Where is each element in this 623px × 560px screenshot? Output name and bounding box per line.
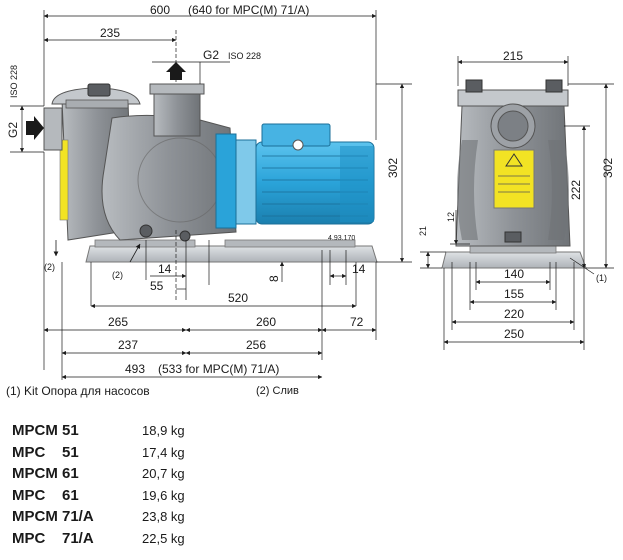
- dim-foot-55: 55: [150, 279, 164, 293]
- drain-mark-a: (2): [44, 262, 55, 272]
- inlet-arrow-icon: [26, 116, 44, 140]
- dim-155: 155: [504, 287, 524, 301]
- dim-237: 237: [118, 338, 138, 352]
- dim-height: 302: [386, 158, 400, 178]
- table-row: MPC 71/A 22,5 kg: [12, 528, 185, 550]
- inlet-std: ISO 228: [9, 65, 19, 98]
- model-weight-table: MPCM 51 18,9 kg MPC 51 17,4 kg MPCM 61 2…: [12, 420, 185, 549]
- model-name: MPCM 71/A: [12, 508, 94, 526]
- dim-height-302-front: 302: [601, 158, 615, 178]
- dim-250: 250: [504, 327, 524, 341]
- model-name: MPC 51: [12, 443, 79, 461]
- front-view-dimensions: [420, 56, 614, 350]
- table-row: MPC 51 17,4 kg: [12, 442, 185, 464]
- model-weight: 23,8 kg: [142, 509, 185, 525]
- outlet-std: ISO 228: [228, 51, 261, 61]
- dim-12: 12: [446, 212, 456, 222]
- kit-mark: (1): [596, 273, 607, 283]
- dim-base-493: 493: [125, 362, 145, 376]
- model-name: MPCM 61: [12, 465, 79, 483]
- model-weight: 19,6 kg: [142, 487, 185, 503]
- dim-base-493-alt: (533 for MPC(M) 71/A): [158, 362, 279, 376]
- inlet-thread: G2: [6, 122, 20, 138]
- dim-260: 260: [256, 315, 276, 329]
- dim-inlet-to-outlet: 235: [100, 26, 120, 40]
- model-weight: 17,4 kg: [142, 444, 185, 460]
- technical-drawing: 600 (640 for MPC(M) 71/A) 235 G2 ISO 228…: [6, 3, 615, 380]
- model-name: MPC 61: [12, 486, 79, 504]
- drain-mark-b: (2): [112, 270, 123, 280]
- model-weight: 18,9 kg: [142, 423, 185, 439]
- drawing-code: 4.93.170: [328, 235, 355, 242]
- outlet-arrow-icon: [166, 62, 186, 80]
- side-view-dimensions: [10, 10, 412, 380]
- table-row: MPCM 51 18,9 kg: [12, 420, 185, 442]
- model-name: MPCM 51: [12, 422, 79, 440]
- dim-21: 21: [418, 226, 428, 236]
- dim-foot-8: 8: [267, 275, 281, 282]
- table-row: MPC 61 19,6 kg: [12, 485, 185, 507]
- dim-length-total-alt: (640 for MPC(M) 71/A): [188, 3, 309, 17]
- model-weight: 20,7 kg: [142, 466, 185, 482]
- dim-height-222: 222: [569, 180, 583, 200]
- legend-note-drain: (2) Слив: [256, 385, 299, 397]
- front-view-pump: [441, 79, 587, 269]
- model-name: MPC 71/A: [12, 529, 94, 547]
- dim-length-total: 600: [150, 3, 170, 17]
- dim-base-520: 520: [228, 291, 248, 305]
- dim-140: 140: [504, 267, 524, 281]
- dim-foot-14a: 14: [158, 262, 172, 276]
- dim-width-top: 215: [503, 49, 523, 63]
- model-weight: 22,5 kg: [142, 530, 185, 546]
- side-view-pump: [43, 83, 378, 263]
- dim-72: 72: [350, 315, 364, 329]
- legend-note-kit: (1) Kit Опора для насосов: [6, 384, 150, 398]
- dim-220: 220: [504, 307, 524, 321]
- dim-256: 256: [246, 338, 266, 352]
- outlet-thread: G2: [203, 48, 219, 62]
- table-row: MPCM 71/A 23,8 kg: [12, 506, 185, 528]
- table-row: MPCM 61 20,7 kg: [12, 463, 185, 485]
- dim-265: 265: [108, 315, 128, 329]
- dim-foot-14b: 14: [352, 262, 366, 276]
